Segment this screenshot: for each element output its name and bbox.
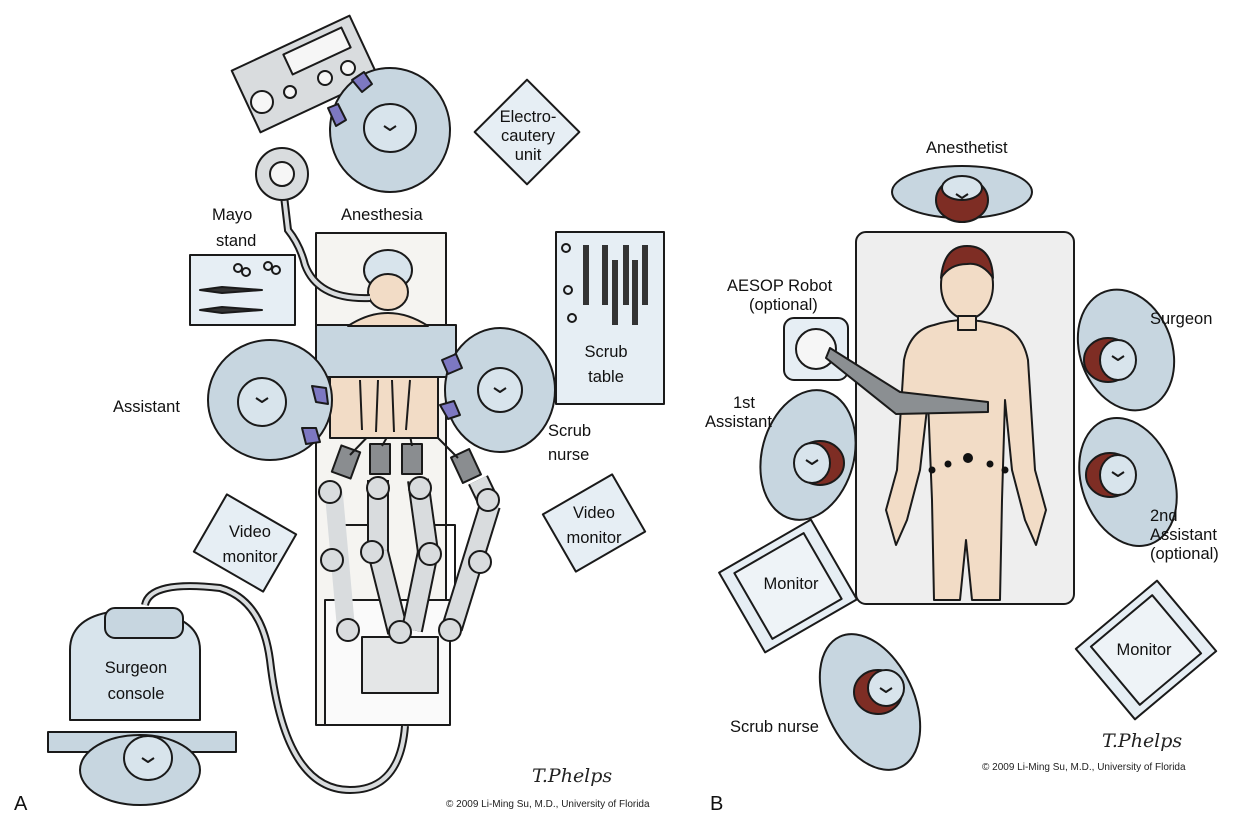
scrub-table-label-2: table (588, 368, 624, 386)
copyright-a: © 2009 Li-Ming Su, M.D., University of F… (446, 799, 650, 810)
scrub-nurse-label-1: Scrub (548, 422, 591, 440)
scrub-nurse-label-2: nurse (548, 446, 589, 464)
scrub-nurse-b-person (818, 633, 922, 771)
video-monitor-right-label-2: monitor (566, 529, 622, 547)
aesop-label-1: AESOP Robot (727, 277, 833, 295)
first-assistant-label-2: Assistant (705, 413, 772, 431)
electrocautery-label-3: unit (515, 146, 542, 164)
robotic-arms (318, 424, 501, 644)
video-monitor-left: Video monitor (192, 493, 298, 593)
electrocautery-label-2: cautery (501, 127, 556, 145)
first-assistant-person (759, 389, 857, 521)
second-assistant-label-3: (optional) (1150, 545, 1219, 563)
video-monitor-left-label-1: Video (229, 523, 271, 541)
second-assistant-label-2: Assistant (1150, 526, 1217, 544)
monitor-left-b: Monitor (718, 518, 858, 654)
scrub-nurse-b-label: Scrub nurse (730, 718, 819, 736)
surgeon-console-label-2: console (108, 685, 165, 703)
video-monitor-left-label-2: monitor (222, 548, 278, 566)
monitor-right-b: Monitor (1074, 579, 1218, 721)
monitor-right-b-label: Monitor (1116, 641, 1172, 659)
assistant-label: Assistant (113, 398, 180, 416)
surgeon-console: Surgeon console (47, 607, 237, 806)
video-monitor-right: Video monitor (541, 473, 647, 573)
mayo-label-1: Mayo (212, 206, 252, 224)
panel-b-label: B (710, 793, 723, 814)
patient-b (885, 245, 1047, 601)
surgeon-b-label: Surgeon (1150, 310, 1212, 328)
anesthesia-label: Anesthesia (341, 206, 423, 224)
scrub-table: Scrub table (555, 231, 665, 405)
electrocautery-unit: Electro- cautery unit (473, 78, 581, 186)
scrub-nurse-person (439, 327, 556, 453)
panel-a-label: A (14, 793, 28, 814)
mayo-stand: Mayo stand (189, 206, 296, 326)
copyright-b: © 2009 Li-Ming Su, M.D., University of F… (982, 762, 1186, 773)
panel-a: Electro- cautery unit Anesthesia Mayo st… (14, 14, 665, 814)
signature-b: T.Phelps (1102, 730, 1182, 752)
first-assistant-label-1: 1st (733, 394, 755, 412)
monitor-left-b-label: Monitor (763, 575, 819, 593)
aesop-robot (783, 317, 989, 415)
second-assistant-label-1: 2nd (1150, 507, 1178, 525)
anesthesia-machine (230, 14, 380, 201)
panel-b: AESOP Robot (optional) Anesthetist Surge… (705, 139, 1219, 814)
patient-a (315, 249, 457, 439)
signature-a: T.Phelps (532, 765, 612, 787)
video-monitor-right-label-1: Video (573, 504, 615, 522)
scrub-table-label-1: Scrub (584, 343, 627, 361)
aesop-label-2: (optional) (749, 296, 818, 314)
mayo-label-2: stand (216, 232, 256, 250)
assistant-person (207, 339, 333, 461)
surgeon-b-person (1076, 288, 1176, 412)
surgeon-console-label-1: Surgeon (105, 659, 167, 677)
anesthetist-label: Anesthetist (926, 139, 1008, 157)
anesthetist-person (891, 165, 1033, 223)
electrocautery-label-1: Electro- (500, 108, 557, 126)
anesthesiologist (327, 67, 451, 193)
second-assistant-person (1078, 417, 1178, 547)
